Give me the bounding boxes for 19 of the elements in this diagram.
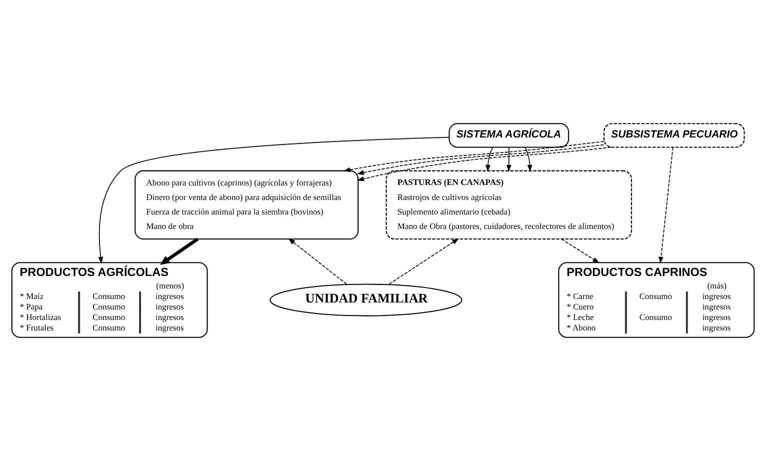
node-box: PASTURAS (EN CANAPAS) Rastrojos de cultivos agrícolas Suplemento alimentario (cebada) Mano de Obra (pastores, cuidadores, recolectores de alimentos): [386, 170, 632, 240]
node-box: SUBSISTEMA PECUARIO: [603, 123, 745, 148]
arrow: [288, 238, 348, 285]
node-box: PRODUCTOS AGRÍCOLAS (menos) * Maíz Consumo ingresos * Papa Consumo ingresos * Hortalizas Consumo ingresos * Frutales Consumo ingresos: [11, 262, 208, 338]
arrow: [160, 238, 199, 265]
node-box: PRODUCTOS CAPRINOS (más) * Carne Consumo ingresos * Cuero ingresos * Leche Consumo ingresos * Abono ingresos: [558, 262, 755, 338]
arrow: [486, 146, 494, 172]
node-box: Abono para cultivos (caprinos) (agrícolas y forrajeras) Dinero (por venta de abono) para adquisición de semillas Fuerza de tracción animal para la siembra (bovinos) Mano de obra: [134, 170, 359, 240]
node-ellipse: UNIDAD FAMILIAR: [270, 284, 462, 316]
arrow: [388, 238, 459, 286]
arrow: [343, 141, 604, 172]
arrow: [506, 146, 512, 172]
arrow: [356, 146, 612, 182]
arrow: [98, 136, 450, 264]
arrow: [524, 146, 532, 172]
arrow: [561, 238, 600, 264]
arrow: [356, 144, 604, 175]
arrow: [658, 146, 674, 264]
node-box: SISTEMA AGRÍCOLA: [448, 123, 570, 148]
